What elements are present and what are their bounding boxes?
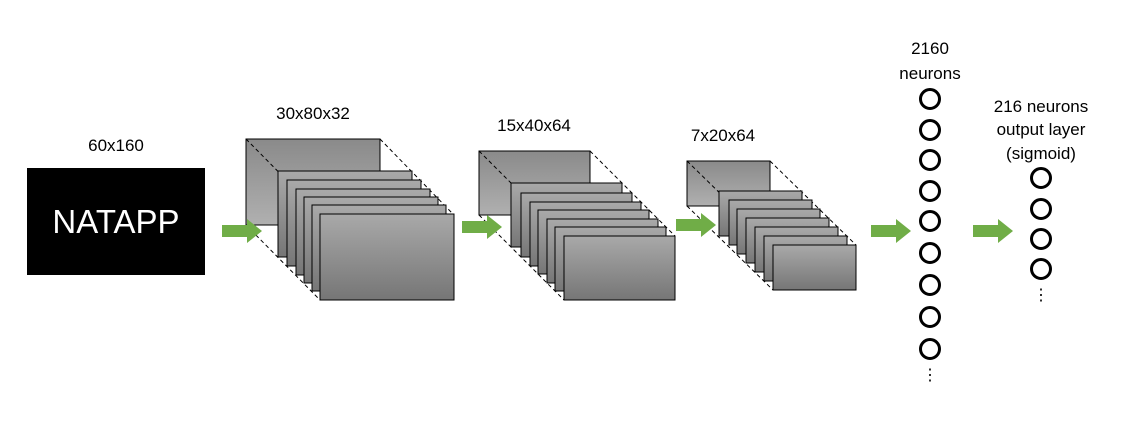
- arrow-5: [973, 219, 1013, 243]
- input-image: [27, 168, 205, 275]
- arrow-3: [676, 213, 716, 237]
- input-image-text: NATAPP: [52, 203, 179, 240]
- neuron: [919, 274, 941, 296]
- neuron: [919, 338, 941, 360]
- dense-layer: 2160 neurons ⋮: [899, 39, 960, 384]
- neuron: [919, 242, 941, 264]
- neuron: [1030, 228, 1052, 250]
- neuron: [919, 119, 941, 141]
- neuron: [919, 149, 941, 171]
- input-size-label: 60x160: [88, 136, 144, 155]
- arrow-2: [462, 215, 502, 239]
- output-label-type: output layer: [997, 120, 1086, 139]
- output-label-activation: (sigmoid): [1006, 144, 1076, 163]
- output-layer: 216 neurons output layer (sigmoid) ⋮: [994, 97, 1089, 304]
- neuron: [919, 180, 941, 202]
- feature-map-front: [563, 235, 676, 301]
- feature-map-stack-1: 30x80x32: [245, 104, 455, 301]
- output-label-count: 216 neurons: [994, 97, 1089, 116]
- output-ellipsis: ⋮: [1033, 287, 1049, 304]
- feature-map-stack-3: 7x20x64: [686, 126, 857, 291]
- arrow-1: [222, 219, 262, 243]
- layer-3-size-label: 7x20x64: [691, 126, 755, 145]
- neuron: [1030, 167, 1052, 189]
- dense-label-unit: neurons: [899, 64, 960, 83]
- neuron: [919, 210, 941, 232]
- neuron: [919, 306, 941, 328]
- neuron: [1030, 258, 1052, 280]
- neuron: [919, 88, 941, 110]
- layer-2-size-label: 15x40x64: [497, 116, 571, 135]
- arrow-4: [871, 219, 911, 243]
- feature-map-stack-2: 15x40x64: [478, 116, 676, 301]
- neuron: [1030, 198, 1052, 220]
- dense-ellipsis: ⋮: [922, 367, 938, 384]
- layer-1-size-label: 30x80x32: [276, 104, 350, 123]
- feature-map-front: [772, 244, 857, 291]
- feature-map-front: [319, 213, 455, 301]
- dense-label-count: 2160: [911, 39, 949, 58]
